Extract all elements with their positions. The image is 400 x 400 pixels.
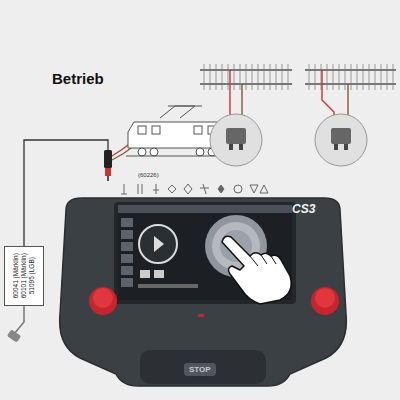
function-icons [184, 184, 192, 194]
locomotive [150, 148, 158, 156]
device-part [138, 284, 198, 288]
track-plug [104, 150, 112, 181]
device-part [121, 230, 133, 239]
feeder-connector [210, 114, 262, 166]
locomotive [194, 126, 202, 134]
device-part [114, 202, 296, 304]
locomotive [138, 148, 146, 156]
device-part [121, 218, 133, 227]
track-plug [104, 150, 112, 168]
locomotive [138, 126, 146, 134]
function-icons [218, 185, 224, 193]
function-icons [234, 185, 242, 193]
title: Betrieb [52, 70, 104, 87]
function-icons [121, 184, 268, 194]
device-part [154, 236, 164, 252]
device-part [121, 254, 133, 263]
part-number: (60226) [138, 172, 159, 178]
feeder-connector [315, 114, 367, 166]
locomotive [196, 148, 204, 156]
function-icons [121, 184, 127, 194]
track-plug [107, 176, 109, 181]
device-part [222, 236, 291, 304]
device-part [89, 287, 117, 315]
device-part [154, 270, 164, 278]
track-left [200, 70, 292, 84]
function-icons [260, 185, 268, 193]
central-station-device: CS3STOP [58, 196, 348, 388]
function-icons [138, 184, 142, 194]
stop-button: STOP [183, 362, 217, 377]
function-icons [200, 184, 209, 194]
feeder-connector [229, 144, 233, 150]
locomotive [168, 106, 202, 107]
function-icons [168, 185, 176, 193]
device-part [139, 225, 177, 263]
locomotive [160, 106, 195, 118]
device-part [93, 288, 113, 308]
device-part [140, 270, 150, 278]
feeder-connector [226, 128, 246, 144]
device-part [250, 255, 276, 266]
function-icons [153, 184, 159, 194]
device-part [198, 314, 204, 317]
device-part [140, 350, 266, 384]
feeder-connector [331, 128, 351, 144]
feeder-connector [344, 144, 348, 150]
device-part [121, 266, 133, 275]
track-right [305, 70, 396, 84]
device-part [60, 198, 347, 386]
product-numbers: 60041 (Märklin) 60101 (Märklin) 51095 (L… [12, 248, 35, 304]
power-supply-box: 60041 (Märklin) 60101 (Märklin) 51095 (L… [4, 246, 44, 306]
power-cable [14, 306, 24, 334]
locomotive [152, 126, 160, 134]
button-label: STOP [189, 365, 211, 374]
locomotive [126, 156, 228, 157]
device-logo: CS3 [292, 202, 315, 216]
mains-plug [7, 329, 21, 342]
mains-plug [7, 329, 21, 342]
track-plug [105, 168, 111, 176]
function-icons [250, 185, 258, 193]
device-part [118, 205, 292, 213]
track-left [200, 64, 292, 90]
device-part [315, 288, 335, 308]
device-body [58, 196, 348, 388]
device-part [121, 242, 133, 251]
feeder-connector [334, 144, 338, 150]
device-part [121, 278, 133, 287]
track-right [305, 64, 396, 90]
feeder-connector [210, 114, 367, 166]
track-left [204, 64, 288, 90]
feeder-connector [239, 144, 243, 150]
device-part [311, 287, 339, 315]
